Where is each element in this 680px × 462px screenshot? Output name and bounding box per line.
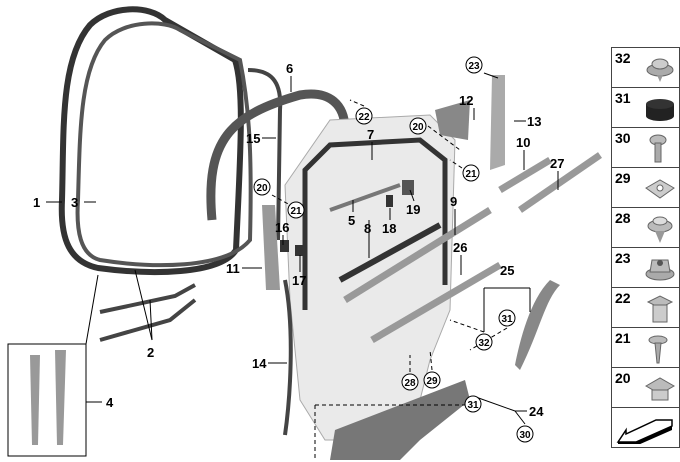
trim-strip-9 [343,207,492,303]
legend-item-20: 20 [611,367,680,407]
callout-26: 26 [453,240,467,255]
cage-nut-icon [644,377,676,401]
callout-19: 19 [406,202,420,217]
sill-strip-upper [99,283,196,314]
legend-item-31: 31 [611,87,680,127]
trim-strip-27 [518,152,602,213]
callout-16: 16 [275,220,289,235]
callout-21: 21 [290,206,302,217]
callout-8: 8 [364,221,371,236]
inset-part-a [30,355,40,445]
callout-3: 3 [71,195,78,210]
square-nut-clip-icon [645,179,675,199]
window-frame-trim [206,89,350,221]
callout-31: 31 [501,314,513,325]
leader-lines [46,72,559,425]
callout-20: 20 [256,183,268,194]
callout-17: 17 [292,273,306,288]
callout-13: 13 [527,114,541,129]
legend-item-32: 32 [611,47,680,87]
callout-28: 28 [404,378,416,389]
tapping-screw-icon [648,335,668,364]
door-seal-inner [75,21,253,268]
detail-inset-box [7,343,87,457]
part-19 [402,180,414,195]
window-belt-seal-8 [338,222,442,283]
callout-18: 18 [382,221,396,236]
sill-trim-24 [330,380,470,460]
callout-22: 22 [358,112,370,123]
door-seal-outer [58,6,244,275]
legend-item-30: 30 [611,127,680,167]
callout-29: 29 [426,376,438,387]
callout-1: 1 [33,195,40,210]
clip-with-washer-icon [646,58,674,82]
callout-21: 21 [465,169,477,180]
callout-14: 14 [252,356,267,371]
legend-arrow [611,407,680,448]
callout-27: 27 [550,156,564,171]
callout-7: 7 [367,127,374,142]
window-guide-seal [302,137,448,310]
direction-arrow-icon [616,419,673,444]
trim-strip-10 [498,156,552,194]
callout-20: 20 [412,122,424,133]
callout-23: 23 [468,61,480,72]
sill-strip-lower [99,298,197,342]
part-18 [386,195,393,207]
seal-strip-15 [247,68,283,241]
callout-5: 5 [348,213,355,228]
hex-flange-nut-icon [645,259,675,281]
legend-item-21: 21 [611,327,680,367]
callout-11: 11 [226,261,240,276]
callout-24: 24 [529,404,544,419]
trim-strip-26 [370,261,502,344]
legend-item-22: 22 [611,287,680,327]
legend-item-23: 23 [611,247,680,287]
square-insert-nut-icon [646,295,674,323]
part-17 [295,245,303,256]
round-pad-icon [646,99,674,121]
callout-32: 32 [478,338,490,349]
expanding-rivet-icon [647,216,673,243]
callout-15: 15 [246,131,260,146]
pillar-trim-12 [435,100,470,140]
pillar-trim-11 [262,205,280,290]
callout-30: 30 [519,430,531,441]
callout-10: 10 [516,135,530,150]
wheel-arch-trim [515,280,560,370]
screw-icon [649,134,667,163]
callout-9: 9 [450,194,457,209]
legend-item-29: 29 [611,167,680,207]
pillar-trim-13 [490,75,505,170]
fastener-legend: 32 31 30 29 28 23 22 21 20 [611,47,680,448]
callout-2: 2 [147,345,154,360]
inset-part-b [55,350,66,445]
callout-31: 31 [467,400,479,411]
callout-12: 12 [459,93,473,108]
callout-circles [253,56,534,443]
callout-6: 6 [286,61,293,76]
trim-strip-5 [329,183,401,212]
callout-4: 4 [106,395,114,410]
door-seal-14 [283,279,293,436]
callout-25: 25 [500,263,514,278]
legend-item-28: 28 [611,207,680,247]
part-16 [280,240,289,252]
